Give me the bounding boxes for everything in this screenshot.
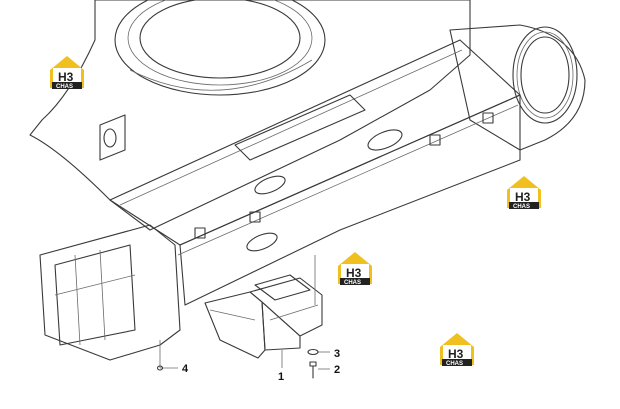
- bolt-part-2: [309, 361, 317, 379]
- watermark-brand: H3: [448, 347, 464, 361]
- callout-2: 2: [334, 364, 340, 376]
- beam-left-end: [39, 224, 181, 361]
- washer-part-3: [307, 348, 319, 356]
- watermark-sub: CHAS: [446, 361, 463, 367]
- watermark-logo: [507, 176, 541, 209]
- watermark-logo: [50, 56, 84, 89]
- callout-3: 3: [334, 348, 340, 360]
- watermark-sub: CHAS: [56, 84, 73, 90]
- pin-part-4: [156, 365, 164, 371]
- watermark-brand: H3: [346, 266, 362, 280]
- callout-4: 4: [182, 363, 189, 375]
- watermark-sub: CHAS: [344, 280, 361, 286]
- watermark-logo: [440, 333, 474, 366]
- watermark-brand: H3: [515, 190, 531, 204]
- callout-1: 1: [278, 371, 284, 383]
- bracket-part-1: [204, 274, 323, 359]
- watermark-brand: H3: [58, 70, 74, 84]
- beam-right-end: [449, 24, 586, 151]
- watermark-logo: [338, 252, 372, 285]
- watermark-sub: CHAS: [513, 204, 530, 210]
